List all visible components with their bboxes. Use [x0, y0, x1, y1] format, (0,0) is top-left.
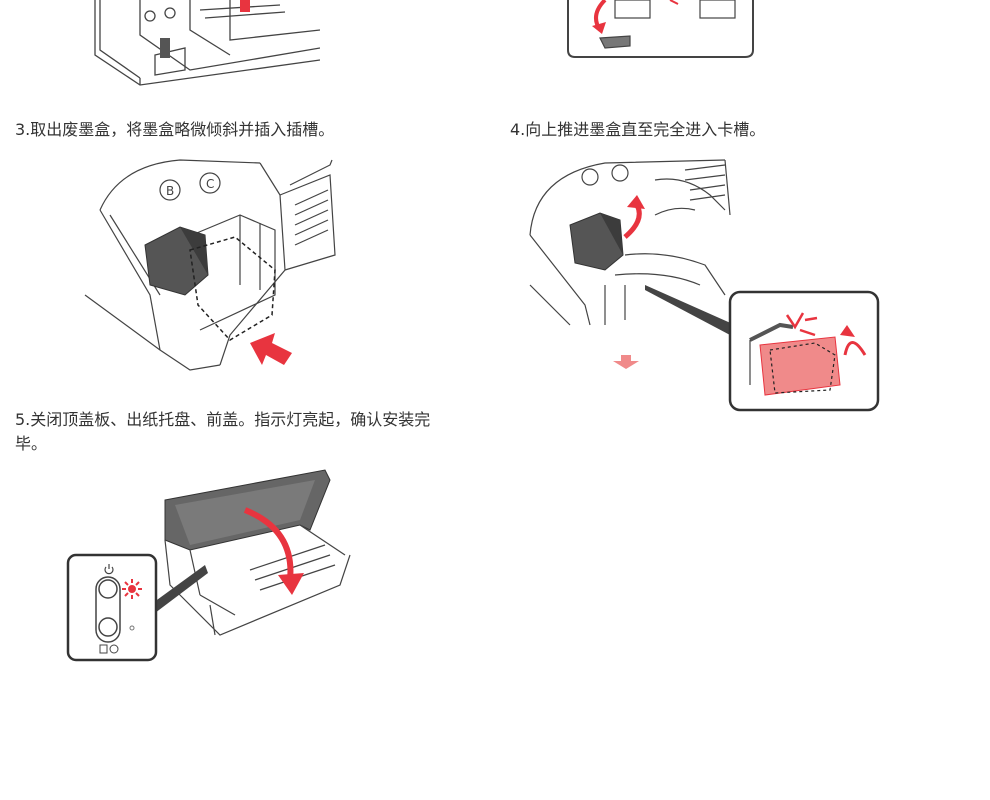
label-c: C [206, 177, 214, 191]
power-button-icon [98, 579, 118, 599]
cartridge-dashed-outline [189, 236, 276, 341]
step-4-instruction: 4.向上推进墨盒直至完全进入卡槽。 [510, 120, 766, 139]
step-3-illustration: B C [80, 155, 340, 380]
insert-arrow-icon [250, 333, 292, 365]
step-5-instruction: 5.关闭顶盖板、出纸托盘、前盖。指示灯亮起，确认安装完毕。 [15, 410, 431, 453]
push-up-arrow-icon [623, 203, 642, 239]
indicator-light-icon [122, 579, 142, 599]
down-arrow-icon [613, 355, 639, 369]
label-b: B [166, 184, 174, 198]
cartridge-removal-inset-figure [560, 0, 760, 62]
close-lid-arrow-icon [243, 507, 294, 581]
step-4-illustration [525, 155, 885, 415]
step-3-instruction: 3.取出废墨盒，将墨盒略微倾斜并插入插槽。 [15, 120, 335, 139]
stop-button-icon [98, 617, 118, 637]
printer-top-left-figure [80, 0, 320, 95]
step-5-illustration [60, 465, 360, 665]
